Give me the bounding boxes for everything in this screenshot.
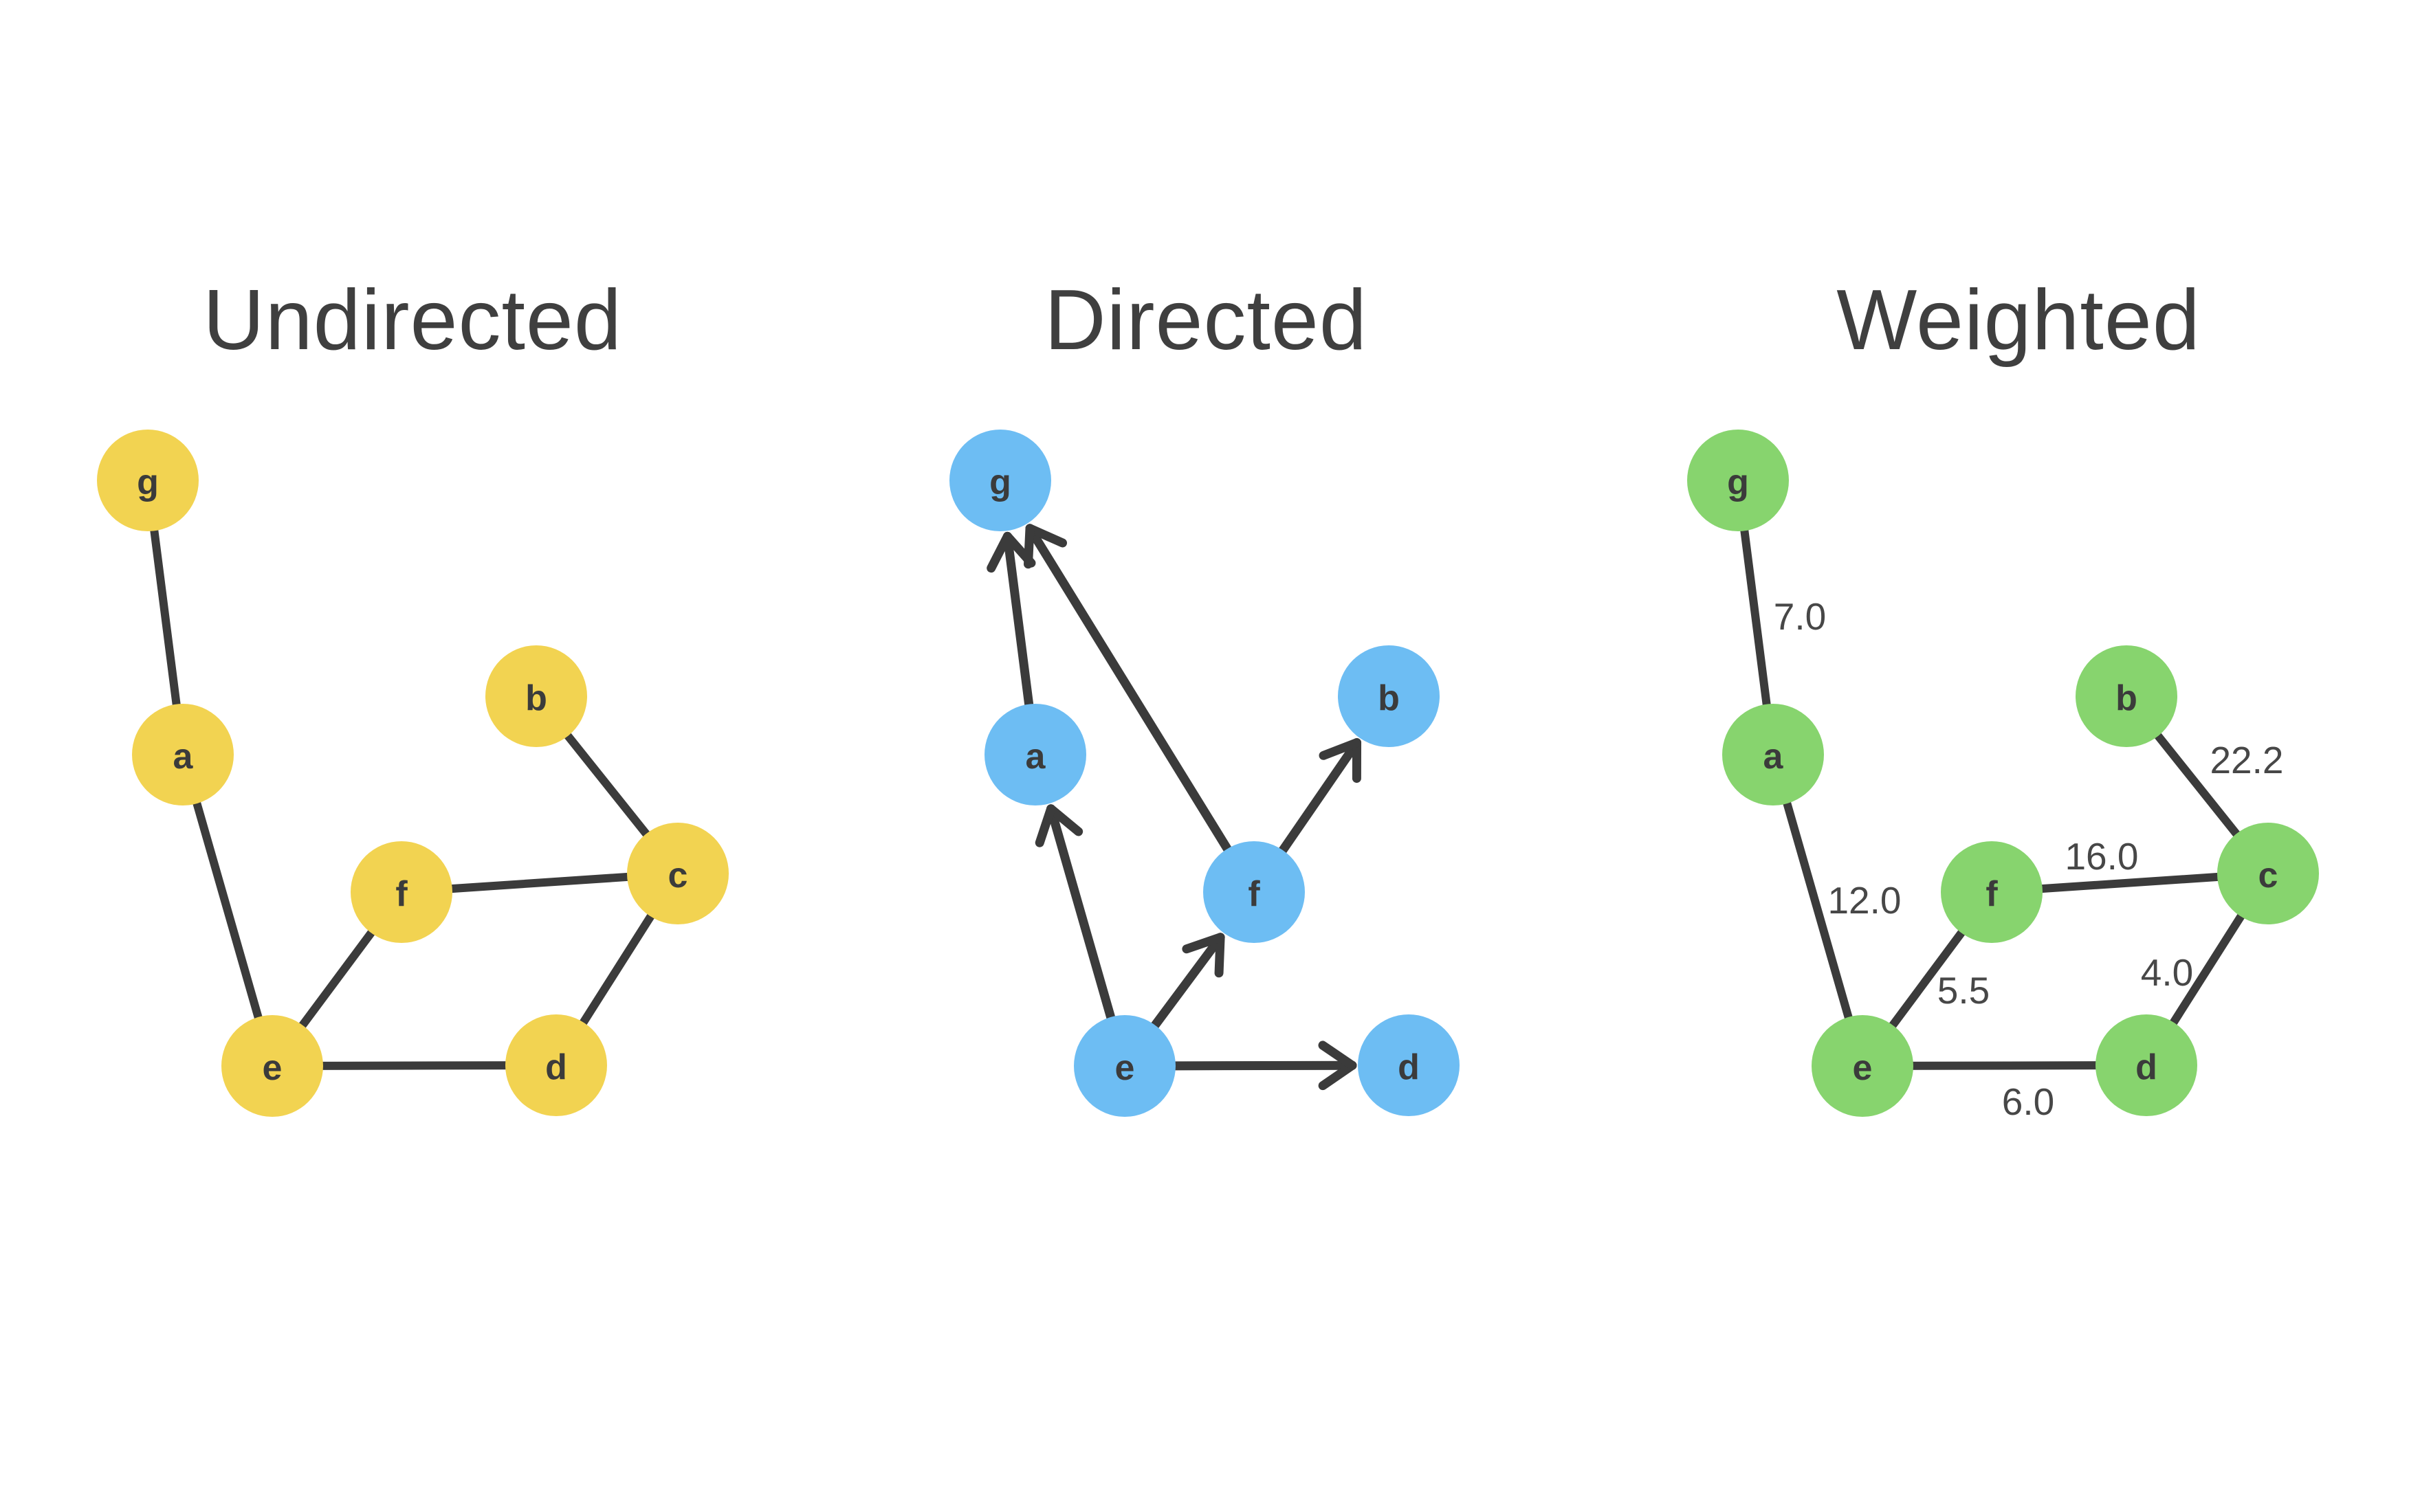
arrowhead-e-f-arm1 [1214,933,1225,978]
edge-f-g [1025,524,1233,856]
node-weighted-g [1687,430,1789,531]
node-label-directed-a: a [1026,737,1046,777]
node-label-undirected-g: g [137,463,159,502]
node-undirected-g [97,430,199,531]
node-label-directed-b: b [1378,678,1400,718]
directed-graph: g a b f e d [949,430,1460,1117]
node-label-weighted-a: a [1763,737,1784,777]
node-label-weighted-e: e [1853,1048,1873,1088]
panel-title-undirected: Undirected [203,273,622,368]
node-directed-d [1358,1014,1460,1116]
node-undirected-f [351,841,452,943]
node-weighted-c [2217,823,2319,924]
edge-weight-a-e: 12.0 [1827,879,1901,922]
node-label-directed-g: g [989,463,1011,502]
node-weighted-d [2096,1014,2197,1116]
edge-weight-e-f: 5.5 [1937,969,1990,1012]
edge-weight-c-d: 4.0 [2141,951,2193,994]
arrowhead-f-g-arm2 [1024,524,1035,569]
panel-title-weighted: Weighted [1836,273,2201,368]
node-label-directed-f: f [1248,874,1260,914]
node-weighted-f [1941,841,2043,943]
node-directed-b [1338,645,1440,747]
edge-weight-e-d: 6.0 [2002,1080,2054,1123]
node-undirected-e [221,1015,323,1117]
node-label-undirected-f: f [395,874,408,914]
node-weighted-e [1812,1015,1913,1117]
node-label-weighted-f: f [1986,874,1998,914]
node-weighted-a [1722,704,1824,805]
edge-weight-b-c: 22.2 [2210,739,2283,781]
edge-weight-g-a: 7.0 [1774,595,1826,638]
arrowhead-e-a-arm2 [1035,804,1056,847]
arrowhead-a-g-arm2 [987,531,1012,573]
node-label-weighted-c: c [2258,856,2278,896]
edge-e-f [1149,933,1225,1032]
node-label-directed-d: d [1398,1047,1420,1087]
node-undirected-d [505,1014,607,1116]
node-undirected-a [132,704,234,805]
edge-a-g [1002,531,1034,712]
node-label-weighted-b: b [2115,678,2137,718]
arrowhead-e-a-arm1 [1046,804,1084,836]
node-label-weighted-g: g [1727,463,1749,502]
node-label-directed-e: e [1115,1048,1135,1088]
arrowhead-e-f-arm2 [1182,933,1225,954]
node-directed-f [1203,841,1305,943]
node-directed-e [1074,1015,1176,1117]
node-directed-a [984,704,1086,805]
node-label-weighted-d: d [2135,1047,2157,1087]
arrowhead-e-d-arm1 [1318,1060,1357,1091]
panel-title-directed: Directed [1044,273,1367,368]
edge-e-a [1046,804,1116,1025]
edge-f-b [1277,738,1362,857]
node-undirected-c [627,823,729,924]
node-label-undirected-b: b [525,678,547,718]
node-label-undirected-c: c [668,856,688,896]
node-directed-g [949,430,1051,531]
edge-e-d [1168,1060,1357,1071]
arrowhead-f-g-arm1 [1025,524,1068,548]
weighted-graph: 7.0 12.0 5.5 16.0 22.2 4.0 6.0 g a b f c e d [1687,430,2319,1123]
edge-a-e [1769,751,1867,1070]
edge-weight-f-c: 16.0 [2065,835,2138,878]
arrowhead-f-b-arm2 [1319,738,1362,760]
node-weighted-b [2076,645,2177,747]
node-label-undirected-e: e [263,1048,283,1088]
arrowhead-e-d-arm2 [1318,1041,1357,1070]
node-undirected-b [485,645,587,747]
edge-a-e [179,751,276,1070]
node-label-undirected-a: a [173,737,194,777]
node-label-undirected-d: d [545,1047,567,1087]
undirected-graph: g a b f c e d [97,430,729,1117]
